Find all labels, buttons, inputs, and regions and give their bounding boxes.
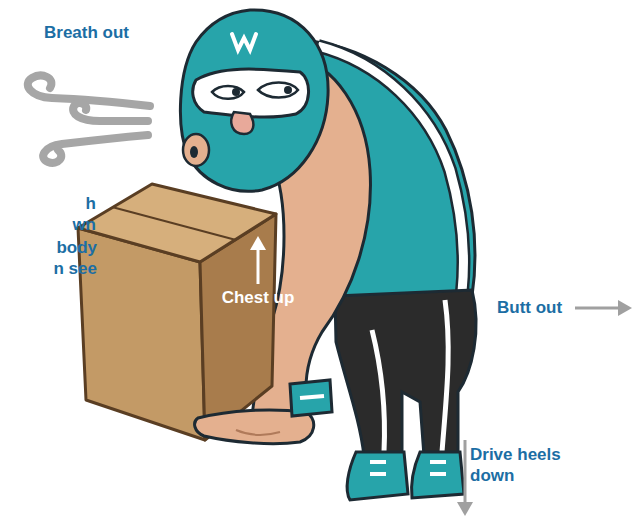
pants-stripe (372, 300, 448, 452)
wrestling-pants (335, 290, 476, 456)
cropped-note: body n see (47, 237, 97, 279)
hand-crease (236, 430, 280, 435)
luchador-mask (180, 10, 328, 191)
annotation-label: Breath out (44, 22, 184, 43)
wristband (290, 380, 332, 416)
wrestling-boot (347, 452, 464, 500)
wristband-stripe (300, 396, 324, 398)
annotation-label: Chest up (198, 287, 318, 308)
butt-out-arrow (575, 300, 632, 316)
chest-up-arrow (250, 236, 266, 284)
annotation-label: Butt out (497, 297, 577, 318)
breath-swirl (28, 76, 150, 163)
cardboard-box (78, 184, 276, 440)
cropped-note: h wn (68, 193, 96, 235)
annotation-label: Drive heels down (470, 444, 570, 486)
